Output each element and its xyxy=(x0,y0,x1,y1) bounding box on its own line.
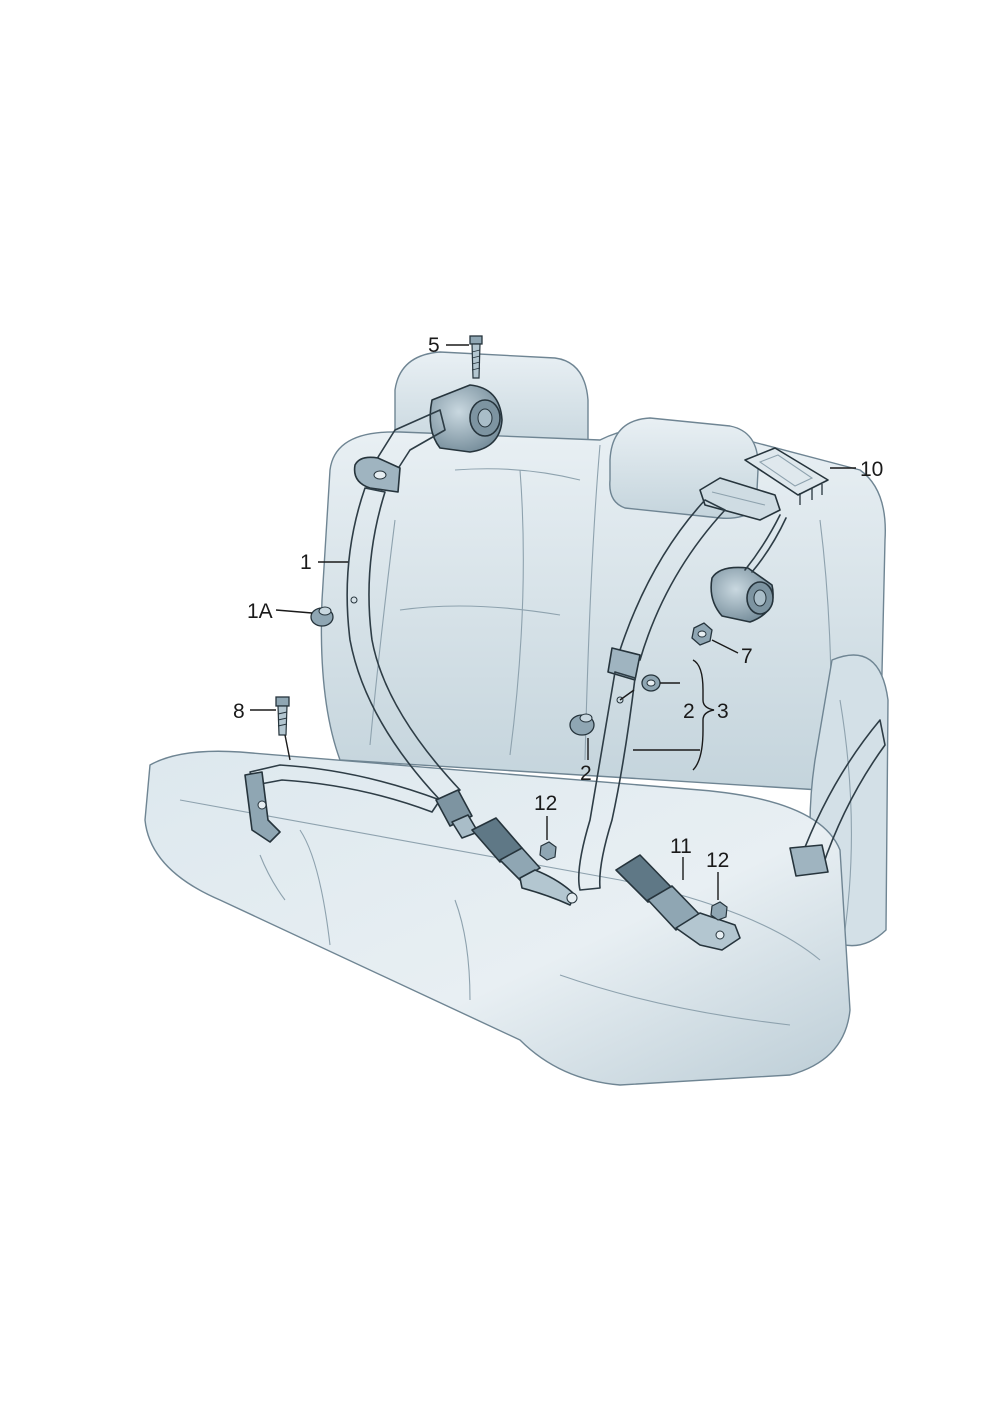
nut-12-centre xyxy=(539,841,557,861)
left-seat-belt xyxy=(244,384,503,843)
seat-cushion xyxy=(144,750,851,1086)
bolt-8 xyxy=(275,696,290,736)
label-8: 8 xyxy=(233,700,245,723)
plug-2 xyxy=(569,713,595,736)
callout-labels: 5 1 1A 8 10 7 2 3 2 12 11 12 xyxy=(233,334,883,872)
label-12-centre: 12 xyxy=(534,792,557,815)
label-1a: 1A xyxy=(247,600,273,623)
plug-1a xyxy=(310,606,334,627)
label-2-washer: 2 xyxy=(683,700,695,723)
nut-7 xyxy=(691,622,713,646)
label-3: 3 xyxy=(717,700,729,723)
right-seat-belt xyxy=(577,477,787,891)
washer-2 xyxy=(641,674,661,692)
side-belt-guide xyxy=(789,719,886,877)
label-7: 7 xyxy=(741,645,753,668)
label-2-plug: 2 xyxy=(580,762,592,785)
label-12-right: 12 xyxy=(706,849,729,872)
label-10: 10 xyxy=(860,458,883,481)
nut-12-right xyxy=(710,901,728,921)
centre-buckle xyxy=(471,817,578,906)
leader-lines xyxy=(250,344,856,900)
label-1: 1 xyxy=(300,551,312,574)
small-parts xyxy=(275,335,728,921)
label-5: 5 xyxy=(428,334,440,357)
label-11: 11 xyxy=(670,835,692,858)
bolt-5 xyxy=(469,335,483,379)
right-buckle-11 xyxy=(615,854,741,951)
cover-plate-10 xyxy=(744,447,829,505)
